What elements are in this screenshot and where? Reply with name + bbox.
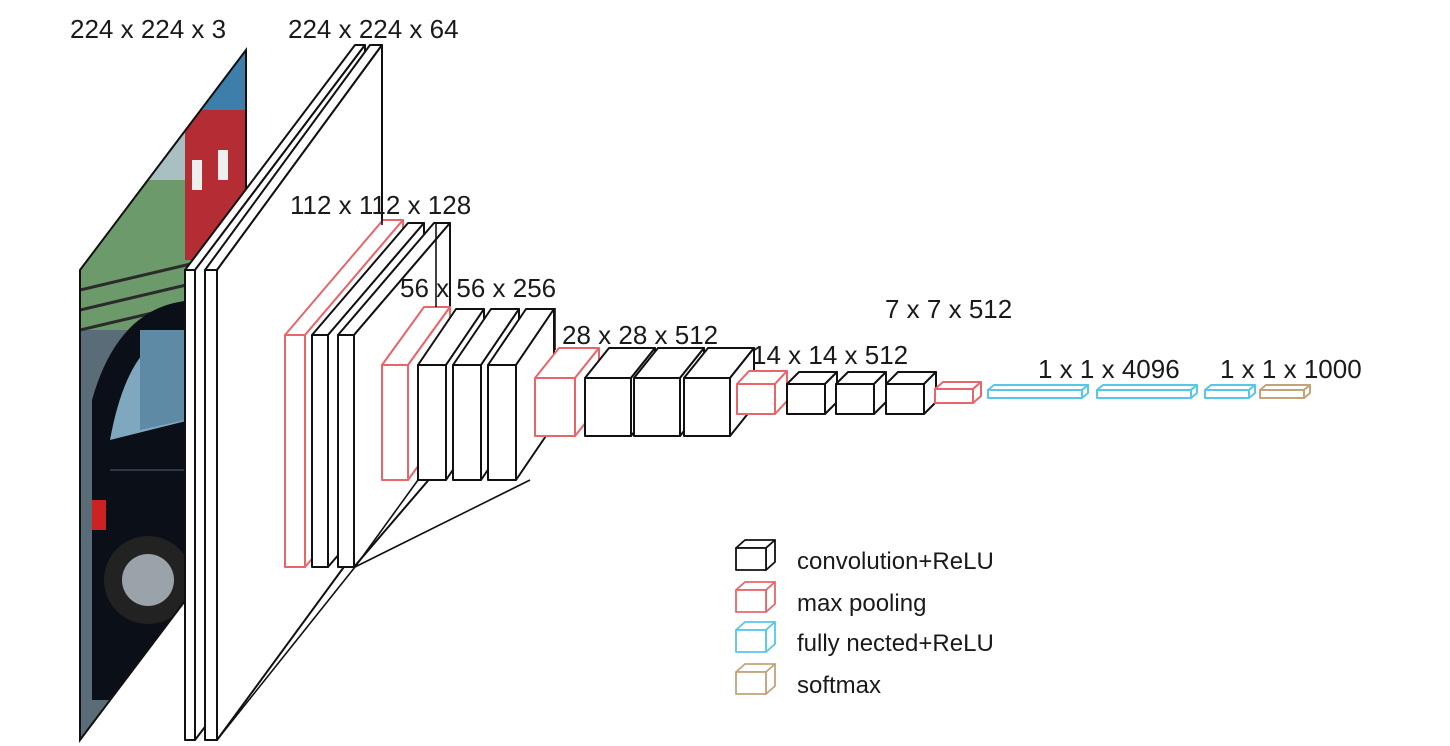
block5-conv-2 [835,371,887,415]
block5-pool [736,370,788,415]
connector-lines [216,50,556,741]
label-block2-dim: 112 x 112 x 128 [290,190,471,220]
legend-label-softmax: softmax [797,672,881,699]
label-block5-dim: 14 x 14 x 512 [752,340,908,370]
softmax [1259,384,1311,399]
legend-cube-fc [735,621,776,653]
legend-cube-softmax [735,663,776,695]
connector-line [354,479,531,568]
legend-swatch-conv [735,539,776,571]
fc-1 [987,384,1089,399]
fc-2 [1096,384,1198,399]
legend-swatch-softmax [735,663,776,695]
fc-3 [1204,384,1256,399]
legend-cube-pool [735,581,776,613]
legend-label-pool: max pooling [797,590,926,617]
legend-item-pool: max pooling [735,581,926,617]
connector-line [354,479,419,568]
label-block3-dim: 56 x 56 x 256 [400,273,556,303]
legend-label-conv: convolution+ReLU [797,548,994,575]
connector-line [216,566,356,741]
pool5 [934,381,982,404]
label-block1-dim: 224 x 224 x 64 [288,14,459,44]
legend-swatch-pool [735,581,776,613]
label-input-dim: 224 x 224 x 3 [70,14,226,44]
label-block4-dim: 28 x 28 x 512 [562,320,718,350]
block5-conv-1 [786,371,838,415]
legend: convolution+ReLU max pooling fully necte… [735,539,994,699]
label-fc-dim: 1 x 1 x 4096 [1038,354,1180,384]
legend-item-fc: fully nected+ReLU [735,621,994,657]
legend-cube-conv [735,539,776,571]
legend-swatch-fc [735,621,776,653]
block5-conv-3 [885,371,937,415]
legend-item-softmax: softmax [735,663,881,699]
layer-stack [216,50,1311,741]
legend-item-conv: convolution+ReLU [735,539,994,575]
label-pool5-dim: 7 x 7 x 512 [885,294,1012,324]
label-output-dim: 1 x 1 x 1000 [1220,354,1362,384]
legend-label-fc: fully nected+ReLU [797,630,994,657]
